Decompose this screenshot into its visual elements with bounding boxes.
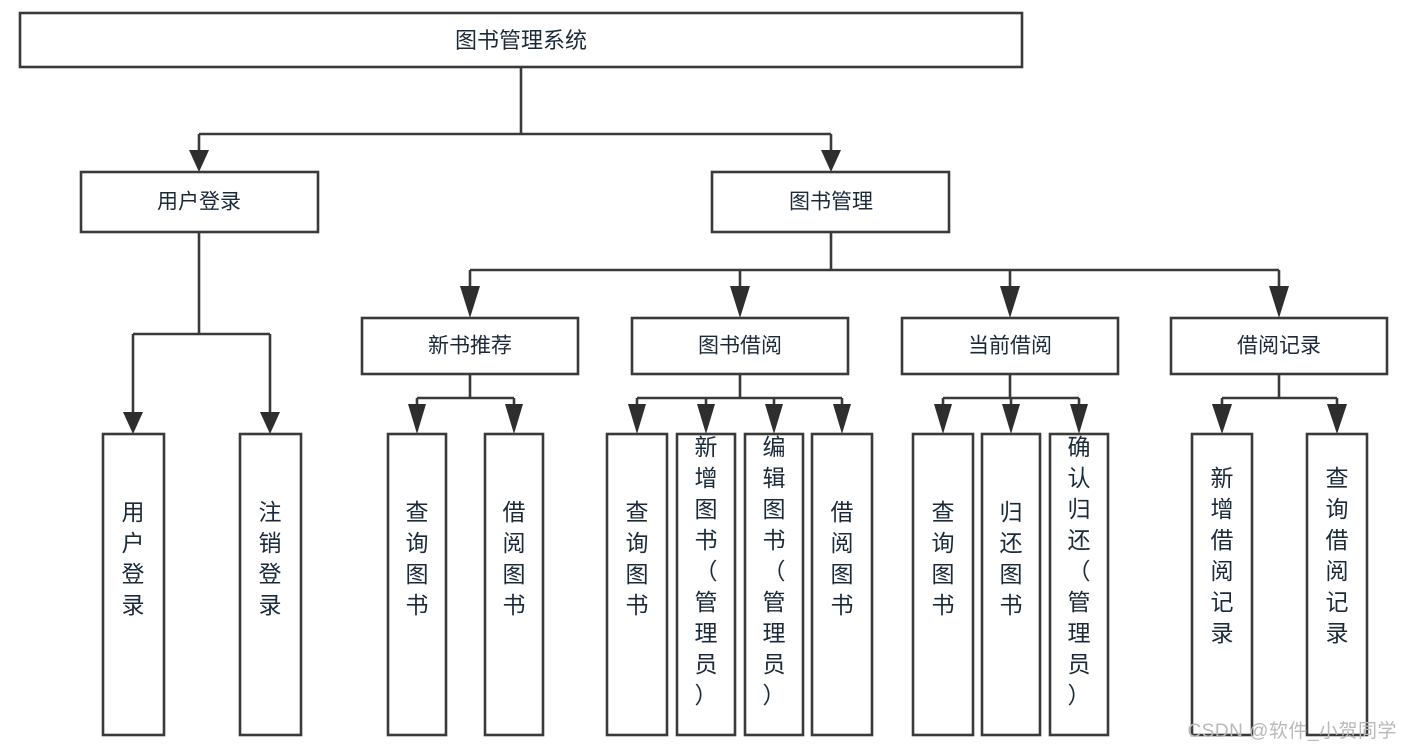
node-leaf-query-book-2-label: 查询图书	[626, 499, 649, 618]
node-leaf-borrow-book-2-box[interactable]	[810, 432, 874, 737]
node-leaf-logout-label: 注销登录	[259, 499, 282, 618]
node-leaf-edit-book-box[interactable]	[743, 432, 805, 737]
node-leaf-logout-box[interactable]	[238, 432, 303, 737]
arrow-icon-to-leaf-logout	[260, 412, 280, 434]
node-leaf-confirm-return-box[interactable]	[1048, 432, 1110, 737]
node-current-borrow-label: 当前借阅	[968, 335, 1052, 358]
arrow-icon-to-leaf-add-book	[697, 404, 715, 434]
node-leaf-borrow-book-1[interactable]: 借阅图书	[483, 432, 545, 737]
arrow-icon-to-leaf-query-book-2	[628, 404, 646, 434]
arrow-icon-to-leaf-borrow-book-1	[505, 404, 523, 434]
watermark-text: CSDN @软件_小贺同学	[1187, 721, 1397, 742]
arrow-icon-to-leaf-query-book-3	[934, 404, 952, 434]
node-leaf-add-book-box[interactable]	[675, 432, 737, 737]
arrow-icon-to-current-borrow	[1000, 286, 1020, 318]
node-leaf-confirm-return[interactable]: 确认归还（管理员）	[1048, 432, 1110, 737]
arrow-icon-to-leaf-query-record	[1327, 404, 1347, 434]
node-borrow-record[interactable]: 借阅记录	[1169, 316, 1389, 376]
node-book-manage-label: 图书管理	[789, 191, 873, 214]
node-leaf-user-login-box[interactable]	[101, 432, 166, 737]
node-borrow-record-box[interactable]	[1169, 316, 1389, 376]
node-leaf-query-record-label: 查询借阅记录	[1326, 465, 1349, 646]
node-book-borrow[interactable]: 图书借阅	[630, 316, 850, 376]
arrow-icon-to-leaf-confirm-return	[1070, 404, 1088, 434]
arrow-icon-to-leaf-add-record	[1212, 404, 1232, 434]
node-leaf-query-book-1-box[interactable]	[386, 432, 448, 737]
node-book-manage-box[interactable]	[710, 170, 951, 234]
node-leaf-query-book-3[interactable]: 查询图书	[911, 432, 975, 737]
node-user-login-label: 用户登录	[157, 191, 241, 214]
node-leaf-edit-book[interactable]: 编辑图书（管理员）	[743, 432, 805, 737]
node-leaf-add-record-box[interactable]	[1190, 432, 1254, 737]
node-leaf-return-book-label: 归还图书	[1000, 499, 1023, 618]
node-user-login-box[interactable]	[79, 170, 320, 234]
node-current-borrow[interactable]: 当前借阅	[900, 316, 1120, 376]
arrow-icon-to-leaf-query-book-1	[408, 404, 426, 434]
arrowhead-layer	[123, 150, 1347, 434]
arrow-icon-to-user-login	[189, 150, 209, 172]
node-new-book-rec-label: 新书推荐	[428, 335, 512, 358]
node-leaf-user-login-label: 用户登录	[122, 499, 145, 618]
node-leaf-add-record-label: 新增借阅记录	[1211, 465, 1234, 646]
node-root-label: 图书管理系统	[455, 28, 587, 53]
node-leaf-add-book[interactable]: 新增图书（管理员）	[675, 432, 737, 737]
node-borrow-record-label: 借阅记录	[1237, 335, 1321, 358]
node-leaf-query-book-2[interactable]: 查询图书	[605, 432, 669, 737]
node-leaf-add-record[interactable]: 新增借阅记录	[1190, 432, 1254, 737]
node-leaf-borrow-book-2[interactable]: 借阅图书	[810, 432, 874, 737]
node-book-borrow-box[interactable]	[630, 316, 850, 376]
node-leaf-borrow-book-1-label: 借阅图书	[503, 499, 526, 618]
node-leaf-logout[interactable]: 注销登录	[238, 432, 303, 737]
node-leaf-edit-book-label: 编辑图书（管理员）	[763, 434, 786, 708]
arrow-icon-to-leaf-edit-book	[765, 404, 783, 434]
node-book-manage[interactable]: 图书管理	[710, 170, 951, 234]
node-book-borrow-label: 图书借阅	[698, 335, 782, 358]
node-new-book-rec-box[interactable]	[360, 316, 580, 376]
node-leaf-confirm-return-label: 确认归还（管理员）	[1068, 434, 1091, 708]
node-leaf-query-book-3-box[interactable]	[911, 432, 975, 737]
arrow-icon-to-leaf-return-book	[1002, 404, 1020, 434]
arrow-icon-to-leaf-user-login	[123, 412, 143, 434]
node-leaf-return-book-box[interactable]	[980, 432, 1042, 737]
node-leaf-query-book-3-label: 查询图书	[932, 499, 955, 618]
arrow-icon-to-leaf-borrow-book-2	[833, 404, 851, 434]
node-leaf-query-record-box[interactable]	[1305, 432, 1369, 737]
node-current-borrow-box[interactable]	[900, 316, 1120, 376]
node-leaf-query-book-1[interactable]: 查询图书	[386, 432, 448, 737]
node-leaf-add-book-label: 新增图书（管理员）	[695, 434, 718, 708]
node-leaf-query-book-1-label: 查询图书	[406, 499, 429, 618]
arrow-icon-to-borrow-record	[1269, 286, 1289, 318]
node-root-box[interactable]	[18, 11, 1024, 69]
arrow-icon-to-new-book-rec	[460, 286, 480, 318]
node-leaf-return-book[interactable]: 归还图书	[980, 432, 1042, 737]
node-leaf-query-book-2-box[interactable]	[605, 432, 669, 737]
node-leaf-user-login[interactable]: 用户登录	[101, 432, 166, 737]
node-new-book-rec[interactable]: 新书推荐	[360, 316, 580, 376]
arrow-icon-to-book-borrow	[730, 286, 750, 318]
arrow-icon-to-book-manage	[821, 150, 841, 172]
node-leaf-borrow-book-2-label: 借阅图书	[831, 499, 854, 618]
node-leaf-query-record[interactable]: 查询借阅记录	[1305, 432, 1369, 737]
node-root[interactable]: 图书管理系统	[18, 11, 1024, 69]
node-user-login[interactable]: 用户登录	[79, 170, 320, 234]
node-leaf-borrow-book-1-box[interactable]	[483, 432, 545, 737]
